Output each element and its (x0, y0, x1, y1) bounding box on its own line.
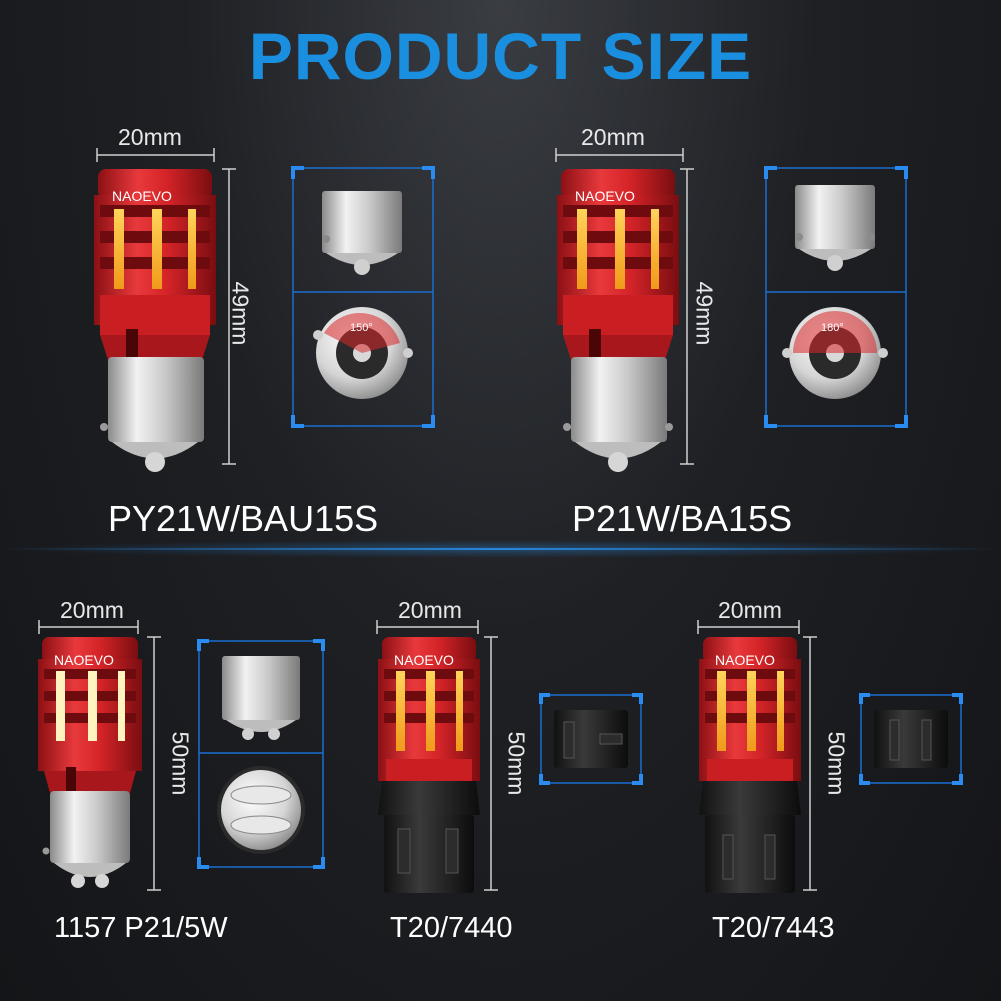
bulb-image: NAOEVO (38, 637, 142, 888)
height-dimension-line (147, 636, 161, 891)
base-detail-frame (859, 693, 963, 785)
brand-text: NAOEVO (394, 652, 454, 668)
base-detail-frame (539, 693, 643, 785)
section-divider (0, 548, 1001, 550)
page-title: PRODUCT SIZE (248, 19, 753, 93)
width-label: 20mm (718, 597, 782, 623)
base-detail-frame (197, 639, 325, 869)
bulb-image: NAOEVO (699, 637, 801, 893)
base-detail-frame: 180° (764, 166, 908, 428)
bulb-image: NAOEVO (378, 637, 480, 893)
height-dimension-line (680, 168, 694, 465)
width-dimension-line (38, 620, 139, 634)
width-label: 20mm (581, 124, 645, 150)
width-dimension-line (697, 620, 800, 634)
height-label: 49mm (691, 281, 718, 346)
angle-label: 180° (821, 322, 844, 334)
bulb-image: NAOEVO (557, 169, 679, 472)
product-name-label: T20/7440 (390, 912, 513, 944)
width-label: 20mm (398, 597, 462, 623)
height-label: 50mm (167, 731, 194, 796)
angle-label: 150° (350, 322, 373, 334)
width-label: 20mm (60, 597, 124, 623)
brand-text: NAOEVO (575, 188, 635, 204)
height-dimension-line (222, 168, 236, 465)
height-dimension-line (484, 636, 498, 891)
brand-text: NAOEVO (715, 652, 775, 668)
product-name-label: PY21W/BAU15S (108, 498, 379, 539)
width-label: 20mm (118, 124, 182, 150)
product-name-label: T20/7443 (712, 912, 835, 944)
height-label: 50mm (823, 731, 850, 796)
width-dimension-line (96, 148, 215, 162)
product-name-label: 1157 P21/5W (54, 912, 228, 944)
brand-text: NAOEVO (54, 652, 114, 668)
product-name-label: P21W/BA15S (572, 498, 793, 539)
height-dimension-line (803, 636, 817, 891)
brand-text: NAOEVO (112, 188, 172, 204)
bulb-image: NAOEVO (94, 169, 216, 472)
height-label: 50mm (503, 731, 530, 796)
base-detail-frame: 150° (291, 166, 435, 428)
width-dimension-line (376, 620, 479, 634)
width-dimension-line (555, 148, 684, 162)
